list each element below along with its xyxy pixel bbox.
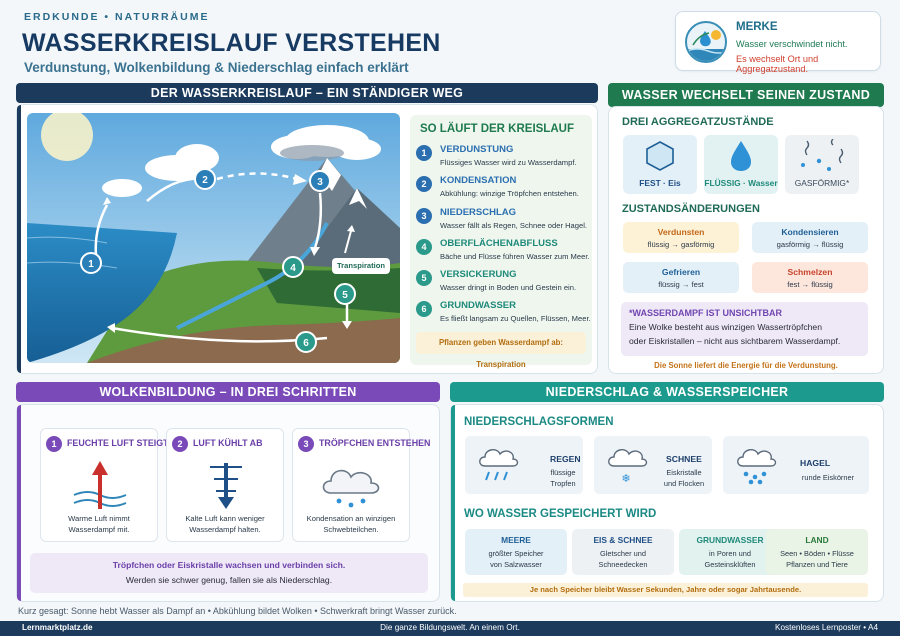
merke-line-1: Wasser verschwindet nicht.	[736, 39, 848, 49]
precip-heading: NIEDERSCHLAGSFORMEN	[464, 416, 614, 428]
footer-tagline: Die ganze Bildungswelt. An einem Ort.	[380, 623, 520, 632]
clouds-banner: WOLKENBILDUNG – IN DREI SCHRITTEN	[16, 382, 440, 402]
vapor-note: *WASSERDAMPF IST UNSICHTBAR Eine Wolke b…	[621, 302, 868, 356]
change-gefrieren: Gefrieren flüssig → fest	[623, 262, 739, 293]
ice-hexagon-icon	[646, 141, 674, 171]
kicker: ERDKUNDE • NATURRÄUME	[24, 11, 210, 23]
cooling-air-icon	[210, 463, 242, 509]
cloud-step-2: 2 LUFT KÜHLT AB Kalte Luft kann weniger …	[166, 428, 284, 542]
rain-cloud-icon	[479, 449, 519, 481]
merke-title: MERKE	[736, 21, 778, 33]
state-card-solid: FEST · Eis	[623, 135, 697, 194]
svg-text:❄: ❄	[621, 472, 630, 485]
state-card-liquid: FLÜSSIG · Wasser	[704, 135, 778, 194]
svg-text:5: 5	[342, 290, 348, 301]
change-schmelzen: Schmelzen fest → flüssig	[752, 262, 868, 293]
precip-banner: NIEDERSCHLAG & WASSERSPEICHER	[450, 382, 884, 402]
summary-text: Kurz gesagt: Sonne hebt Wasser als Dampf…	[18, 606, 457, 616]
cloud-step-1: 1 FEUCHTE LUFT STEIGT Warme Luft nimmt W…	[40, 428, 169, 542]
svg-text:6: 6	[303, 338, 309, 349]
merke-box: MERKE Wasser verschwindet nicht. Es wech…	[675, 11, 881, 74]
steps-title: SO LÄUFT DER KREISLAUF	[420, 123, 574, 135]
sun-note: Die Sonne liefert die Energie für die Ve…	[654, 361, 838, 370]
storage-note: Je nach Speicher bleibt Wasser Sekunden,…	[463, 583, 868, 597]
hail-cloud-icon	[737, 449, 777, 485]
cloud-growth-note: Tröpfchen oder Eiskristalle wachsen und …	[30, 553, 428, 593]
svg-text:2: 2	[202, 175, 208, 186]
water-drop-icon	[731, 141, 751, 171]
footer-brand-link[interactable]: Lernmarktplatz.de	[22, 623, 93, 632]
snow-cloud-icon: ❄	[608, 449, 648, 485]
svg-text:4: 4	[290, 263, 296, 274]
page-subtitle: Verdunstung, Wolkenbildung & Niederschla…	[24, 60, 409, 75]
changes-heading: ZUSTANDSÄNDERUNGEN	[622, 203, 760, 215]
footer: Lernmarktplatz.de Die ganze Bildungswelt…	[0, 621, 900, 636]
water-cycle-illustration: 1 2 3 4 5 6 Transpiration	[27, 113, 400, 363]
cycle-banner: DER WASSERKREISLAUF – EIN STÄNDIGER WEG	[16, 83, 598, 103]
vapor-icon	[801, 139, 844, 171]
storage-heading: WO WASSER GESPEICHERT WIRD	[464, 508, 657, 520]
states-banner: WASSER WECHSELT SEINEN ZUSTAND	[608, 83, 884, 107]
state-card-gas: GASFÖRMIG*	[785, 135, 859, 194]
cloud-droplets-icon	[322, 469, 380, 508]
transpiration-label: Transpiration	[336, 261, 386, 270]
page-title: WASSERKREISLAUF VERSTEHEN	[22, 29, 441, 57]
transpiration-note: Pflanzen geben Wasserdampf ab: Transpira…	[416, 332, 586, 369]
merke-line-2: Es wechselt Ort und Aggregatzustand.	[736, 54, 819, 74]
footer-poster-info: Kostenloses Lernposter • A4	[775, 623, 878, 632]
cloud-step-3: 3 TRÖPFCHEN ENTSTEHEN Kondensation an wi…	[292, 428, 430, 542]
cycle-steps-box: SO LÄUFT DER KREISLAUF 1 VERDUNSTUNG Flü…	[410, 115, 592, 369]
svg-text:3: 3	[317, 177, 323, 188]
precip-hail: HAGEL runde Eiskörner	[723, 436, 869, 494]
water-cycle-icon	[685, 21, 727, 63]
states-heading: DREI AGGREGATZUSTÄNDE	[622, 116, 774, 128]
svg-text:1: 1	[88, 259, 94, 270]
change-verdunsten: Verdunsten flüssig → gasförmig	[623, 222, 739, 253]
change-kondensieren: Kondensieren gasförmig → flüssig	[752, 222, 868, 253]
rising-air-icon	[73, 461, 127, 509]
